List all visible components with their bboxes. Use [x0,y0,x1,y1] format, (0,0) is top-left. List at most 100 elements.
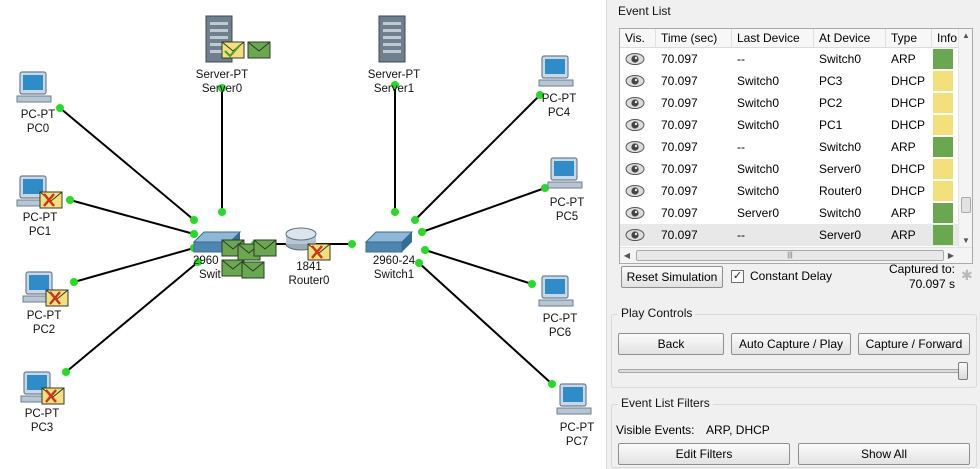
last-device-cell: Server0 [737,206,780,220]
last-device-cell: Switch0 [737,162,780,176]
vis-cell[interactable] [620,70,656,92]
topology-workspace[interactable]: Server-PT Server0 Server-PT Server1 PC-P… [0,0,606,469]
type-cell: DHCP [891,184,926,198]
eye-icon[interactable] [625,74,645,88]
vis-cell[interactable] [620,92,656,114]
eye-icon[interactable] [625,228,645,242]
vis-cell[interactable] [620,136,656,158]
column-vis[interactable]: Vis. [620,29,656,48]
scroll-down-icon[interactable]: ▼ [962,236,970,245]
vertical-scroll-thumb[interactable] [961,197,971,213]
at-device-cell: Server0 [819,228,862,242]
play-speed-slider[interactable] [618,369,968,373]
event-list-horizontal-scrollbar[interactable]: ◀ ||| ▶ [620,247,972,263]
reset-simulation-button[interactable]: Reset Simulation [621,266,723,288]
info-color-swatch[interactable] [933,71,953,91]
at-device-cell: PC2 [819,96,843,110]
constant-delay-checkbox[interactable]: ✓ [731,270,744,283]
info-color-swatch[interactable] [933,137,953,157]
event-list-title: Event List [615,4,674,18]
topology-canvas[interactable] [0,0,606,469]
info-color-swatch[interactable] [933,159,953,179]
info-cell[interactable] [932,92,960,114]
pc7-base [556,407,592,415]
info-color-swatch[interactable] [933,225,953,245]
info-color-swatch[interactable] [933,49,953,69]
vis-cell[interactable] [620,202,656,224]
vis-cell[interactable] [620,48,656,70]
vis-cell[interactable] [620,158,656,180]
info-cell[interactable] [932,48,960,70]
capture-forward-button[interactable]: Capture / Forward [858,333,970,355]
eye-icon[interactable] [625,206,645,220]
info-cell[interactable] [932,202,960,224]
info-cell[interactable] [932,224,960,246]
column-last-device[interactable]: Last Device [732,29,814,48]
eye-icon[interactable] [625,96,645,110]
eye-icon[interactable] [625,140,645,154]
last-device-cell: Switch0 [737,184,780,198]
pc5-model: PC-PT [549,197,585,209]
pc6-base [538,299,574,307]
network-link[interactable] [69,199,195,235]
network-link[interactable] [65,261,199,373]
back-button[interactable]: Back [618,333,724,355]
network-link[interactable] [73,247,195,283]
server0-envelope-icon-flap [247,41,271,52]
info-color-swatch[interactable] [933,93,953,113]
auto-capture-play-button[interactable]: Auto Capture / Play [731,333,851,355]
info-color-swatch[interactable] [933,181,953,201]
edit-filters-button[interactable]: Edit Filters [618,443,790,465]
port-status-dot [536,91,544,99]
network-link[interactable] [59,107,195,221]
info-cell[interactable] [932,136,960,158]
vis-cell[interactable] [620,114,656,136]
check-icon: ✓ [732,270,743,282]
event-list-vertical-scrollbar[interactable]: ▲ ▼ [958,29,972,248]
scroll-left-icon[interactable]: ◀ [623,251,631,260]
column-at-device[interactable]: At Device [814,29,886,48]
network-link[interactable] [424,249,533,285]
switch0-label: 2960 Swit [171,254,241,282]
horizontal-scroll-thumb[interactable]: ||| [636,250,944,261]
play-speed-slider-thumb[interactable] [958,362,968,380]
info-cell[interactable] [932,114,960,136]
column-info[interactable]: Info [932,29,960,48]
network-link[interactable] [418,262,553,385]
info-color-swatch[interactable] [933,203,953,223]
info-cell[interactable] [932,70,960,92]
switch0-envelope-icon-flap [221,239,245,250]
scroll-right-icon[interactable]: ▶ [947,251,955,260]
vis-cell[interactable] [620,224,656,246]
event-list-table[interactable]: Vis. Time (sec) Last Device At Device Ty… [619,28,973,264]
column-type[interactable]: Type [886,29,932,48]
eye-icon[interactable] [625,184,645,198]
pc0-model: PC-PT [20,109,56,121]
switch0-name: Swit [199,269,221,281]
eye-icon[interactable] [625,52,645,66]
eye-icon[interactable] [625,118,645,132]
scroll-up-icon[interactable]: ▲ [962,31,970,40]
column-time[interactable]: Time (sec) [656,29,732,48]
info-cell[interactable] [932,180,960,202]
port-status-dot [391,81,399,89]
show-all-button[interactable]: Show All [798,443,970,465]
vis-cell[interactable] [620,180,656,202]
pc1-name: PC1 [28,226,52,238]
info-cell[interactable] [932,158,960,180]
info-color-swatch[interactable] [933,115,953,135]
network-link[interactable] [421,187,546,233]
network-link[interactable] [414,94,541,221]
pc3-name: PC3 [30,422,54,434]
eye-icon[interactable] [625,162,645,176]
time-cell: 70.097 [661,228,698,242]
